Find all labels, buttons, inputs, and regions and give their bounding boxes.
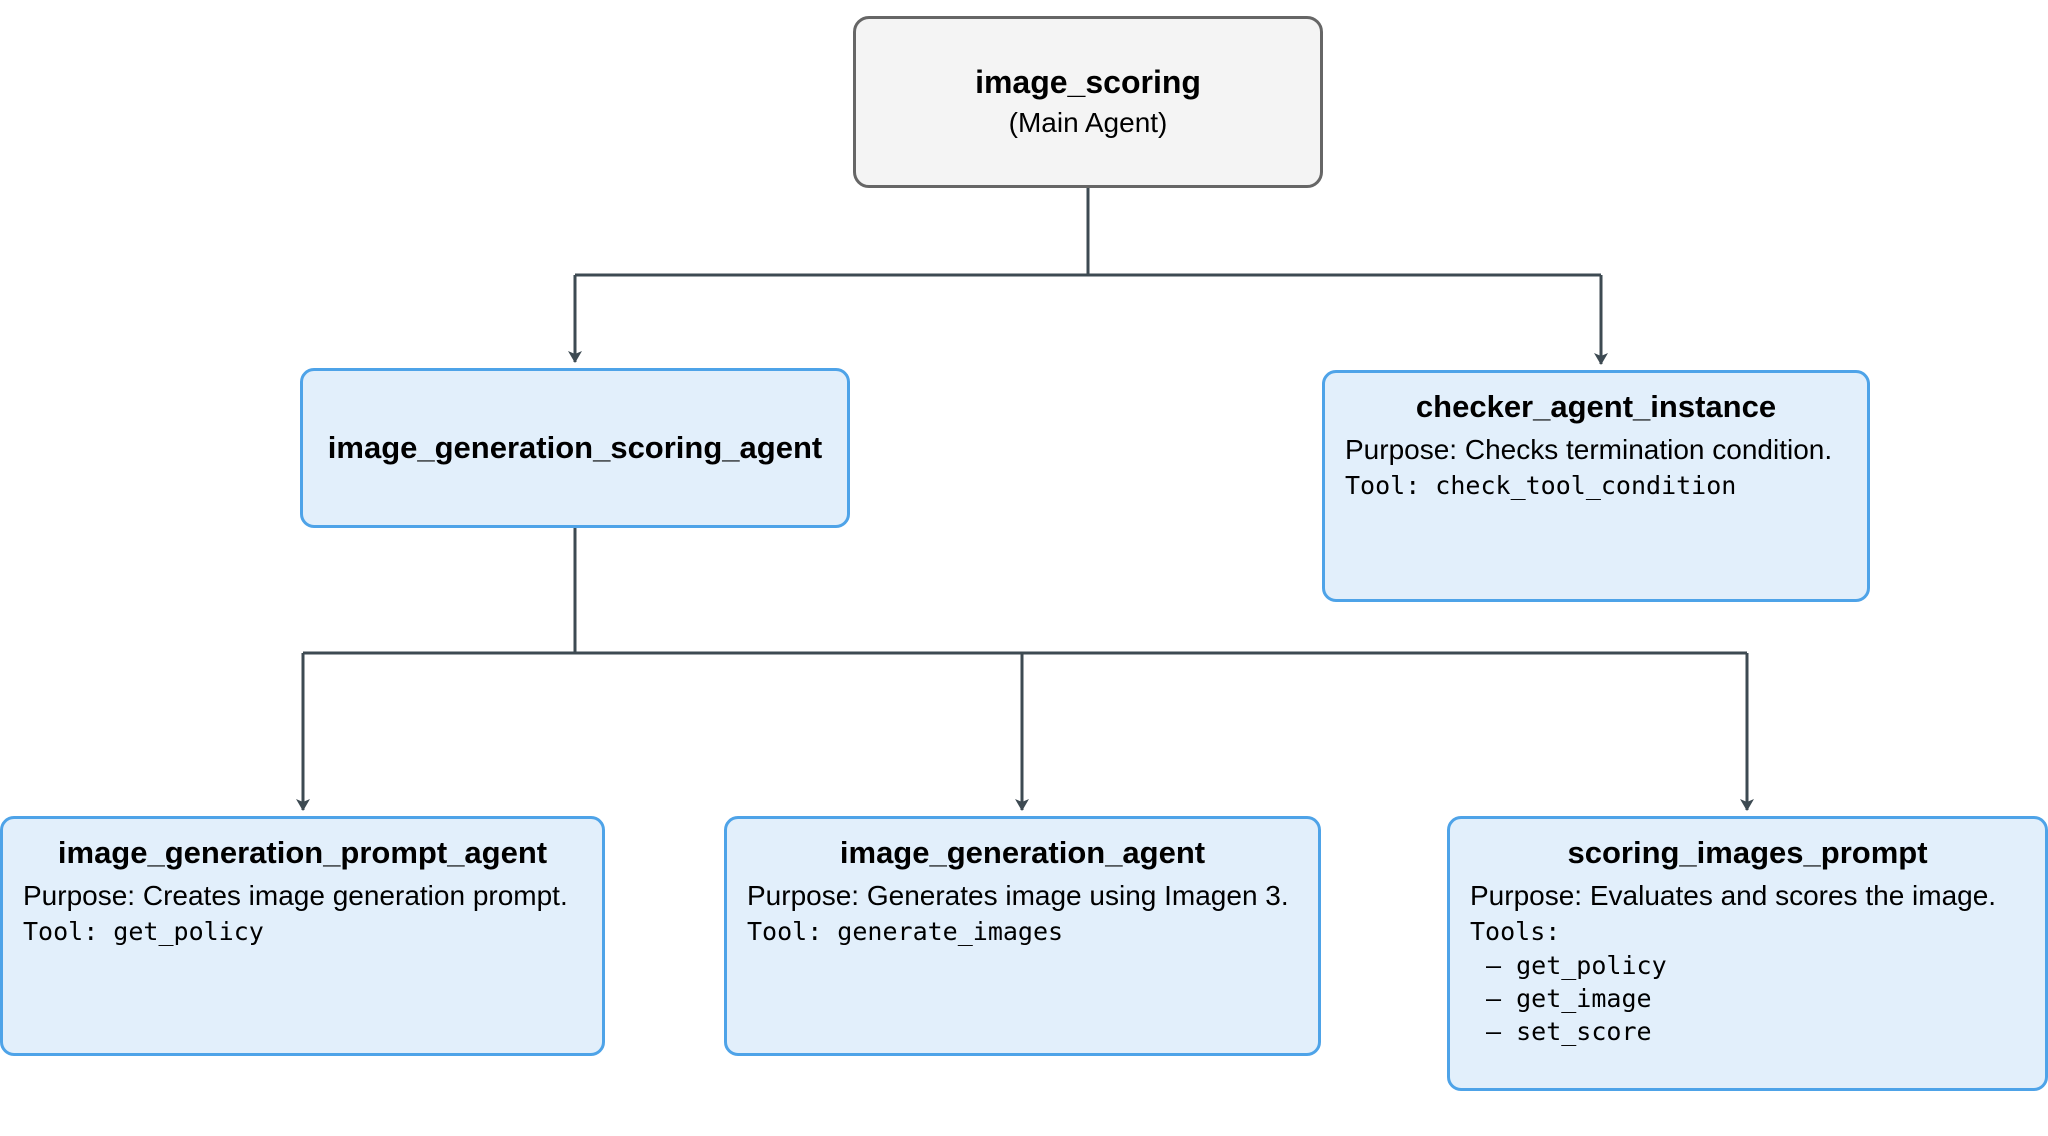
- tool-list-item: – set_score: [1486, 1017, 1652, 1047]
- node-title: image_scoring: [975, 64, 1201, 101]
- node-title: image_generation_prompt_agent: [57, 835, 548, 870]
- node-purpose: Purpose: Evaluates and scores the image.: [1470, 879, 1997, 911]
- node-image-generation-agent[interactable]: image_generation_agent Purpose: Generate…: [724, 816, 1321, 1056]
- node-body: Purpose: Evaluates and scores the image.…: [1470, 878, 2025, 1049]
- node-title: scoring_images_prompt: [1567, 835, 1928, 870]
- node-tool: Tool: get_policy: [23, 917, 264, 947]
- node-tool: Tool: generate_images: [747, 917, 1064, 947]
- node-image-scoring[interactable]: image_scoring (Main Agent): [853, 16, 1323, 188]
- node-tool: Tool: check_tool_condition: [1345, 471, 1737, 501]
- node-tools-list: – get_policy– get_image – set_score: [1470, 949, 2025, 1049]
- node-title: image_generation_scoring_agent: [327, 429, 823, 465]
- tool-list-item: – get_image: [1486, 983, 1652, 1013]
- node-tools-label: Tools:: [1470, 917, 1561, 947]
- node-body: Purpose: Checks termination condition. T…: [1345, 432, 1847, 503]
- node-purpose: Purpose: Checks termination condition.: [1345, 433, 1833, 465]
- node-title: image_generation_agent: [839, 835, 1206, 870]
- node-body: Purpose: Generates image using Imagen 3.…: [747, 878, 1298, 949]
- node-checker-agent-instance[interactable]: checker_agent_instance Purpose: Checks t…: [1322, 370, 1870, 602]
- node-purpose: Purpose: Generates image using Imagen 3.: [747, 879, 1289, 911]
- node-body: Purpose: Creates image generation prompt…: [23, 878, 582, 949]
- node-scoring-images-prompt[interactable]: scoring_images_prompt Purpose: Evaluates…: [1447, 816, 2048, 1091]
- node-image-generation-prompt-agent[interactable]: image_generation_prompt_agent Purpose: C…: [0, 816, 605, 1056]
- node-image-generation-scoring-agent[interactable]: image_generation_scoring_agent: [300, 368, 850, 528]
- node-title: checker_agent_instance: [1415, 389, 1777, 424]
- node-subtitle: (Main Agent): [1008, 107, 1168, 139]
- tool-list-item: – get_policy: [1486, 950, 1667, 980]
- node-purpose: Purpose: Creates image generation prompt…: [23, 879, 568, 911]
